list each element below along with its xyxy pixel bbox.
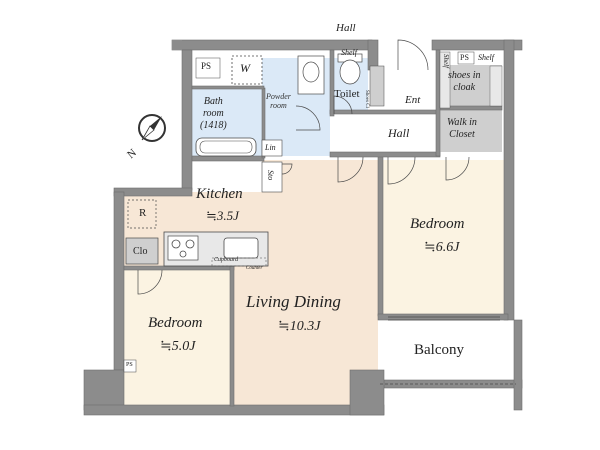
toilet-label: Toilet <box>334 88 360 100</box>
powder-room-label: Powder room <box>266 92 291 110</box>
storage-label: Sto <box>266 170 275 181</box>
wall-bedroom-left-top <box>123 265 235 271</box>
wall-left-diagonal-base <box>113 187 193 197</box>
shelf-top-label: Shelf <box>341 48 357 57</box>
toilet-bowl <box>339 59 361 85</box>
storage-cupboard <box>261 161 283 193</box>
wall-powder-toilet <box>329 49 335 117</box>
shelf-left-label: Shelf <box>442 54 450 68</box>
closet-label: Clo <box>133 246 148 257</box>
bedroom-right-door-swing <box>387 156 416 185</box>
ps-box-closet <box>457 51 475 65</box>
walk-in-closet-label: Walk in Closet <box>447 117 477 140</box>
wall-bath-top <box>191 85 265 90</box>
closet-door-swing <box>445 156 470 181</box>
ent-label: Ent <box>405 94 421 106</box>
shoes-closet <box>369 65 385 107</box>
wall-kitchen-top <box>191 155 265 162</box>
wall-top-entry-l <box>367 39 379 71</box>
refrigerator-label: R <box>139 207 147 219</box>
wall-hall-top <box>329 109 439 115</box>
hall-top-label: Hall <box>336 22 356 34</box>
balcony-label: Balcony <box>414 342 464 358</box>
linen-cupboard <box>261 139 283 157</box>
counter-label: Counter <box>246 266 263 271</box>
wall-bedroom-right-left <box>377 155 384 317</box>
kitchen-size: ≒3.5J <box>206 208 239 223</box>
bedroom-left-size: ≒5.0J <box>160 339 196 354</box>
linen-label: Lin <box>265 143 276 152</box>
bedroom-right-label: Bedroom <box>410 216 465 232</box>
wall-balcony-right <box>513 319 523 411</box>
wall-bottom <box>83 404 385 416</box>
wall-bottom-left-bump <box>83 369 125 411</box>
ps-shelf-label: PS <box>460 53 469 62</box>
wall-hall-bottom <box>329 151 441 158</box>
ps-bottom-label: PS <box>126 362 133 368</box>
kitchen-sink <box>223 237 259 259</box>
hall-mid-label: Hall <box>388 126 410 140</box>
storage-door-swing <box>281 163 293 175</box>
bedroom-left-label: Bedroom <box>148 315 203 331</box>
shelf-left-strip <box>439 51 451 109</box>
front-door-swing <box>397 39 429 71</box>
bedroom-left-floor <box>124 268 232 405</box>
wall-top-diagonal <box>172 40 182 50</box>
living-dining-size: ≒10.3J <box>278 319 321 334</box>
living-dining-label: Living Dining <box>246 292 341 311</box>
shoes-cl-label: Shoes Cl <box>364 90 369 108</box>
walk-in-closet-floor <box>440 110 502 152</box>
bedroom-left-door-swing <box>137 269 163 295</box>
shoes-cloak-label: shoes in cloak <box>448 70 481 93</box>
wall-right <box>503 39 515 321</box>
powder-door-swing <box>295 105 321 131</box>
cupboard-label: Cupboard <box>214 257 239 263</box>
wall-inner-top <box>181 49 193 191</box>
wall-left <box>113 191 125 371</box>
shelf-right-strip <box>489 65 503 107</box>
wall-top-right <box>431 39 523 51</box>
bedroom-right-size: ≒6.6J <box>424 240 460 255</box>
toilet-door-swing <box>333 95 353 115</box>
ps-box-top <box>195 57 221 79</box>
ps-box-bottom <box>123 359 137 373</box>
w-label: W <box>240 61 250 75</box>
kitchen-label: Kitchen <box>196 186 243 202</box>
balcony-floor <box>384 320 510 380</box>
compass-icon <box>138 114 166 142</box>
ps-top-label: PS <box>201 61 212 71</box>
wall-closet-left <box>435 49 441 157</box>
bedroom-right-floor <box>382 160 504 315</box>
refrigerator <box>127 199 157 229</box>
bathtub <box>195 137 257 157</box>
shelf-right-label: Shelf <box>478 53 494 62</box>
wall-bottom-right-bump <box>349 369 385 416</box>
living-door-swing <box>337 156 364 183</box>
bathroom-label: Bath room (1418) <box>200 96 227 131</box>
stove <box>167 235 199 261</box>
living-dining-floor <box>124 160 378 405</box>
closet-small <box>125 237 159 265</box>
wall-bedroom-left-right <box>229 265 235 407</box>
washing-machine <box>231 55 263 85</box>
cupboard <box>211 257 267 267</box>
